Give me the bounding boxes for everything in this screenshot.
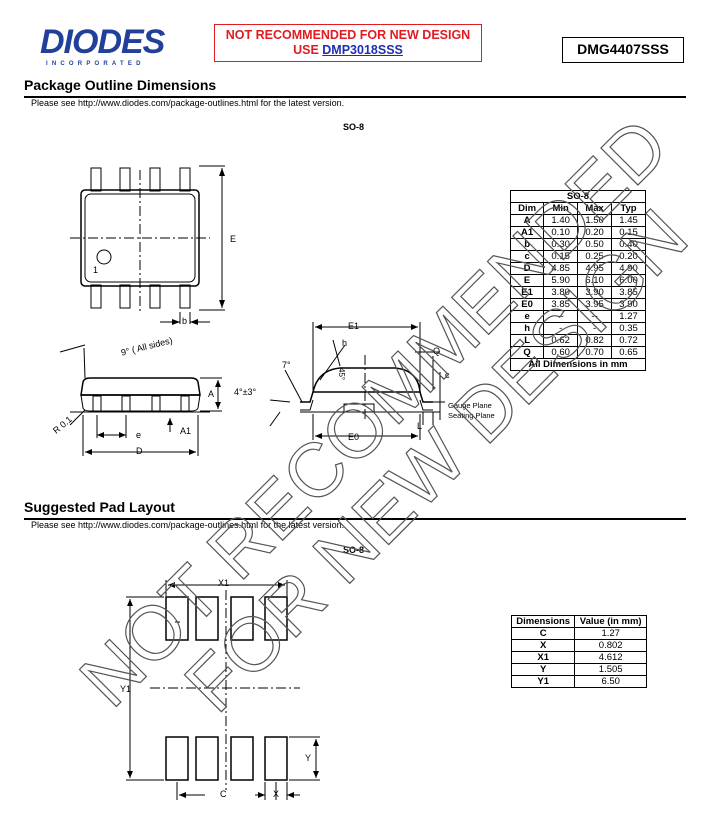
outline-note: Please see http://www.diodes.com/package… <box>31 98 345 108</box>
table-header: Min <box>543 202 579 215</box>
dim-label-E: E <box>230 234 237 244</box>
replacement-part-link[interactable]: DMP3018SSS <box>322 43 403 57</box>
part-number-box: DMG4407SSS <box>562 37 684 63</box>
dim-label-45deg: 45° <box>337 368 346 381</box>
outline-section-rule <box>24 96 686 98</box>
seating-plane-label: Seating Plane <box>448 411 495 420</box>
dim-label-b: b <box>182 316 188 326</box>
package-outline-drawing <box>59 165 445 456</box>
pad-label-C: C <box>220 789 227 799</box>
pad-layout-drawing <box>126 580 320 800</box>
pad-package-label: SO-8 <box>343 545 365 555</box>
table-title: SO-8 <box>510 190 646 203</box>
pad-label-X: X <box>273 789 280 799</box>
dim-label-Q: Q <box>433 346 441 356</box>
table-row: h--0.35 <box>509 322 646 335</box>
table-header: Value (in mm) <box>574 615 647 628</box>
not-recommended-notice: NOT RECOMMENDED FOR NEW DESIGN USE DMP30… <box>214 24 482 62</box>
table-header: Typ <box>611 202 646 215</box>
pad-section-title: Suggested Pad Layout <box>24 499 175 515</box>
dim-label-E1: E1 <box>348 321 360 331</box>
dim-label-4deg: 4°±3° <box>234 387 257 397</box>
dim-label-E0: E0 <box>348 432 360 442</box>
dim-label-7deg: 7° <box>282 360 291 370</box>
pad-section-rule <box>24 518 686 520</box>
outline-package-label: SO-8 <box>343 122 365 132</box>
pad-label-X1: X1 <box>218 578 230 588</box>
table-header: Dimensions <box>510 615 576 628</box>
table-header: Max <box>577 202 613 215</box>
dim-label-A1: A1 <box>180 426 192 436</box>
dim-label-e: e <box>136 430 142 440</box>
pad-note: Please see http://www.diodes.com/package… <box>31 520 345 530</box>
pad-label-Y: Y <box>305 753 312 763</box>
table-header: Dim <box>509 202 545 215</box>
notice-line2: USE DMP3018SSS <box>215 43 481 58</box>
logo-text: DIODES <box>40 23 165 61</box>
table-row: e----1.27 <box>509 310 646 323</box>
outline-section-title: Package Outline Dimensions <box>24 77 217 93</box>
dim-label-h: h <box>342 338 348 348</box>
dim-label-A: A <box>208 389 215 399</box>
pin1-label: 1 <box>93 265 99 275</box>
logo-subtext: INCORPORATED <box>46 61 145 67</box>
gauge-plane-label: Gauge Plane <box>448 401 492 410</box>
pad-label-Y1: Y1 <box>120 684 132 694</box>
dim-label-L: L <box>417 421 423 431</box>
diodes-logo: DIODES INCORPORATED <box>40 23 176 70</box>
notice-line1: NOT RECOMMENDED FOR NEW DESIGN <box>225 28 471 42</box>
dim-label-D: D <box>136 446 143 456</box>
dim-label-c: c <box>445 370 450 380</box>
notice-use: USE <box>293 43 319 57</box>
table-footer: All Dimensions in mm <box>510 358 646 371</box>
